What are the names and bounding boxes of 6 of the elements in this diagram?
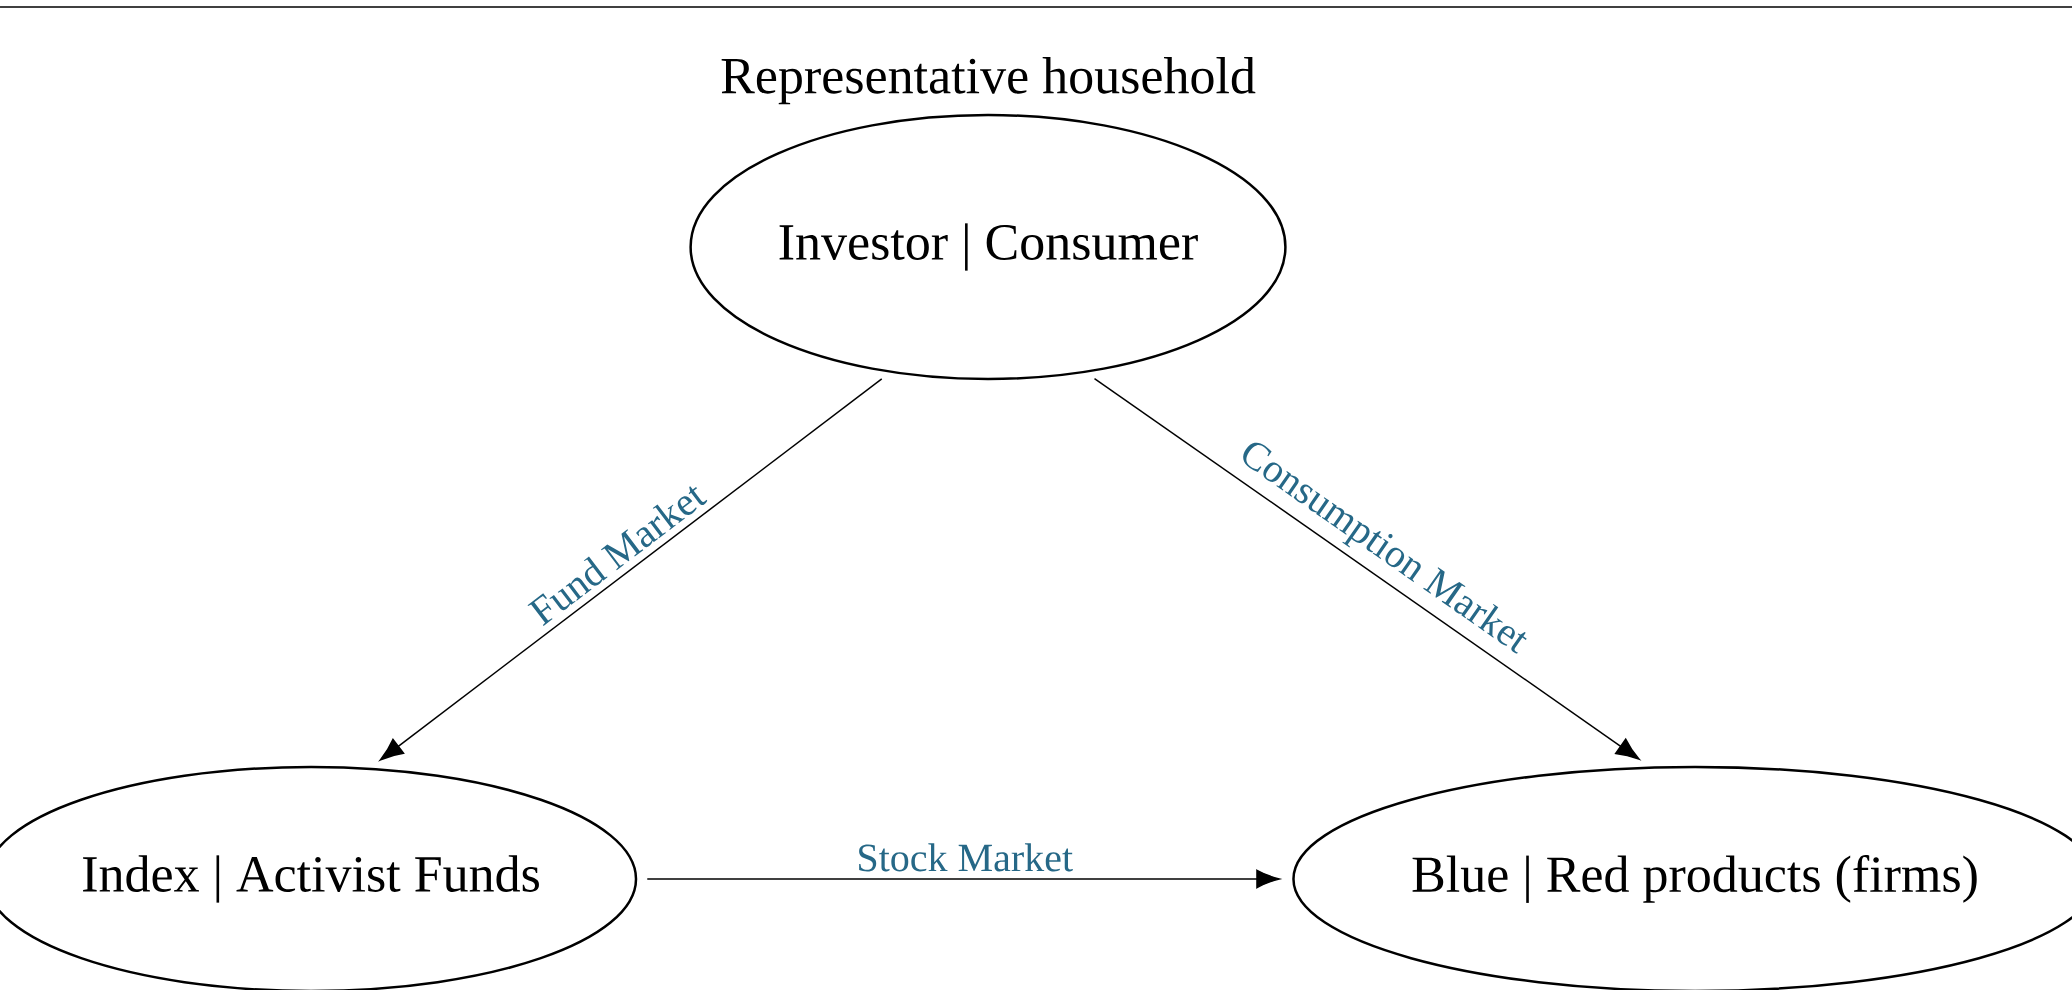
arrow bbox=[646, 869, 1280, 889]
edge-label: Stock Market bbox=[859, 843, 1073, 872]
node-heading: Representative household bbox=[721, 57, 1256, 105]
ellipse-node: Investor | Consumer bbox=[689, 113, 1287, 381]
arrow bbox=[1093, 377, 1640, 760]
arrow bbox=[379, 378, 883, 761]
